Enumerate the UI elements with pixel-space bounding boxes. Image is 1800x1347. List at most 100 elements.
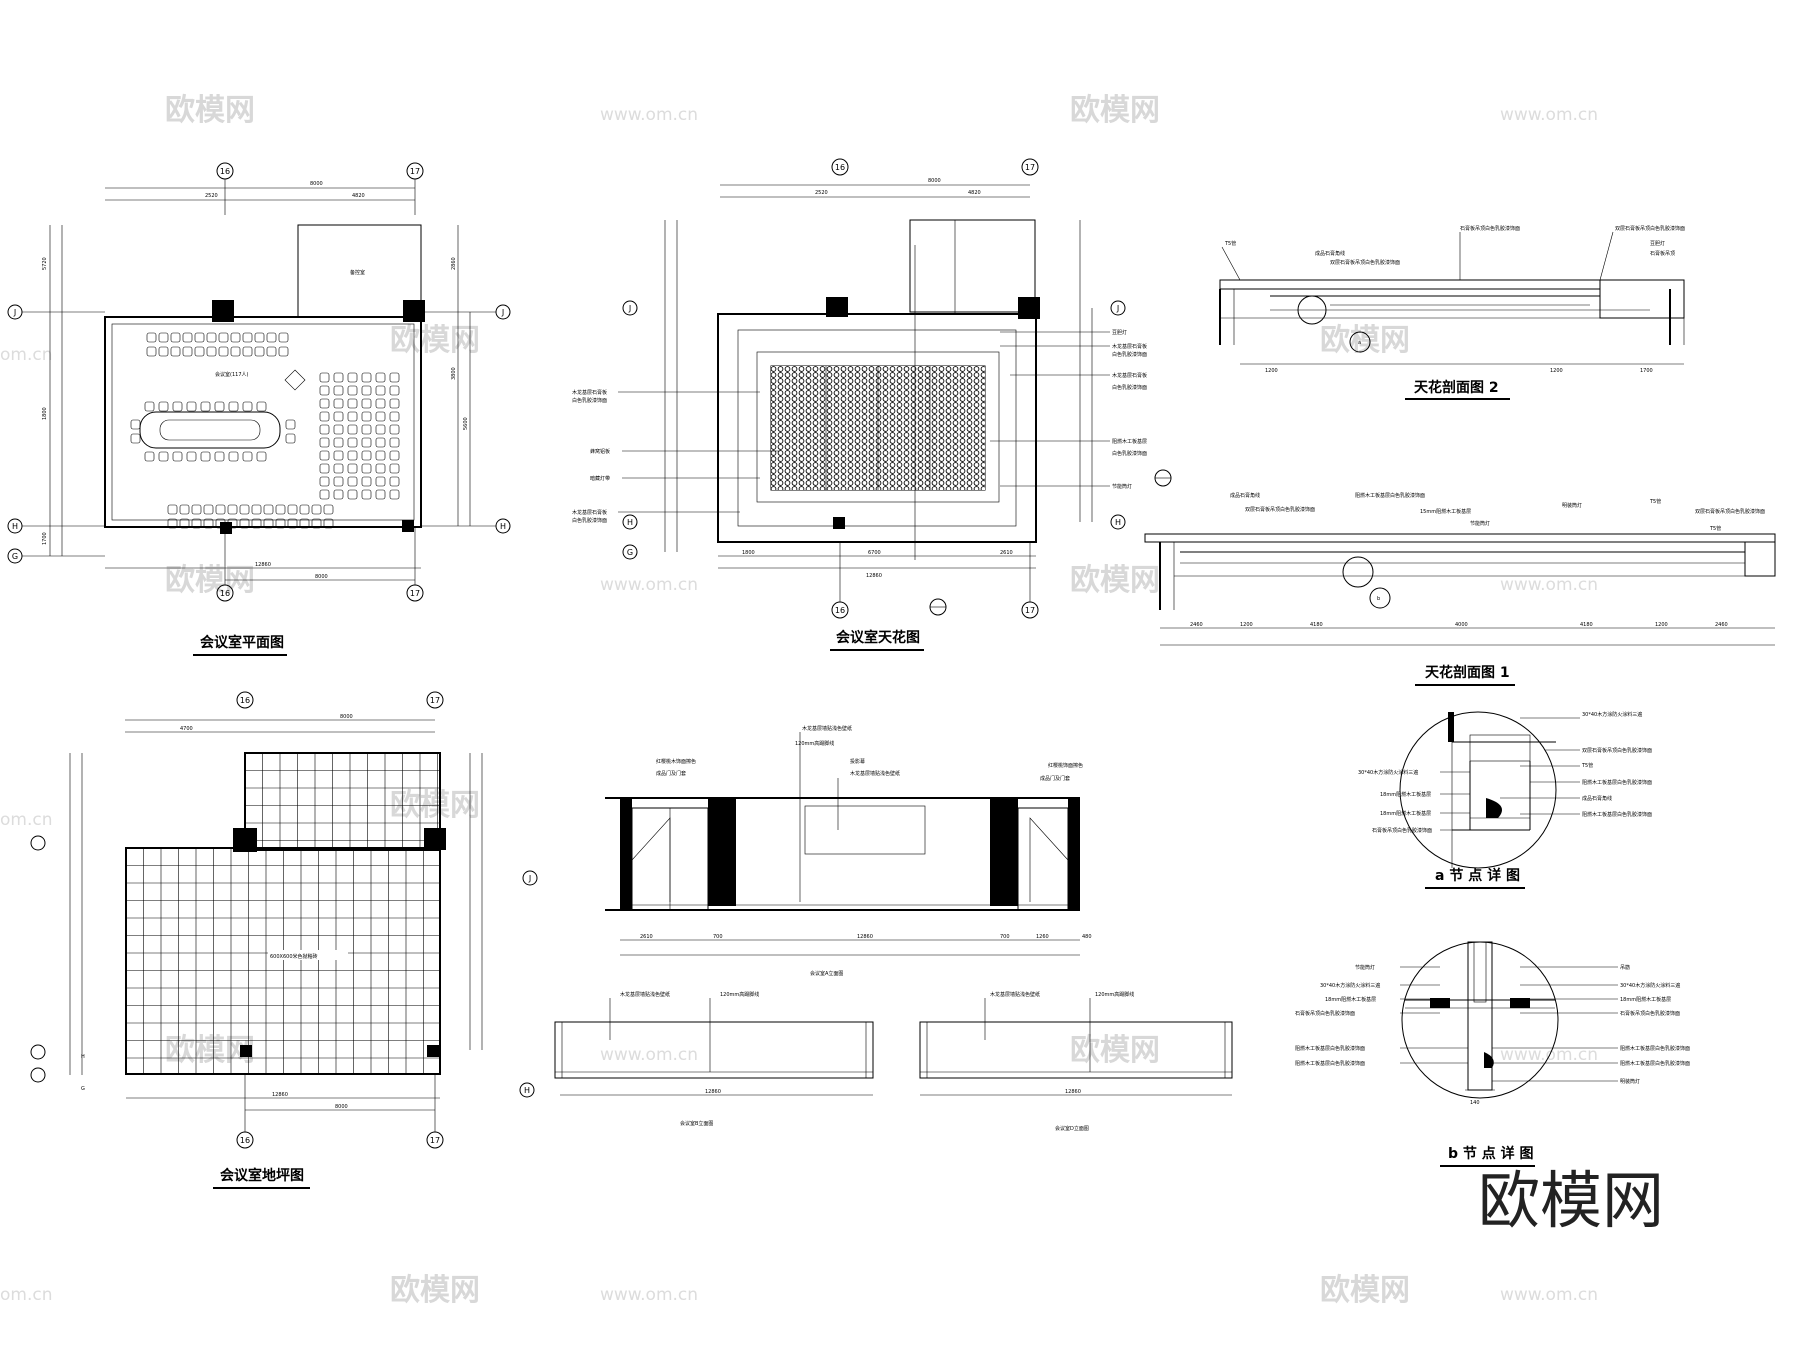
dA-r5: 阻燃木工板基层白色乳胶漆饰面 bbox=[1582, 811, 1652, 818]
detailB-left-labels: 节能筒灯 30*40木方涂防火涂料三遍 18mm阻燃木工板基层 石膏板吊顶白色乳… bbox=[1295, 964, 1468, 1067]
chair bbox=[375, 385, 386, 396]
chair bbox=[158, 332, 169, 343]
s1-label-1: 双层石膏板吊顶白色乳胶漆饰面 bbox=[1245, 506, 1315, 513]
ceiling-dim-b1: 6700 bbox=[868, 550, 881, 556]
svg-text:a: a bbox=[1358, 340, 1361, 346]
watermark-brand: 欧模网 bbox=[1070, 93, 1160, 128]
s1-dim-3: 4000 bbox=[1455, 622, 1468, 628]
plan-side-room: 备控室 bbox=[350, 269, 365, 276]
chair bbox=[227, 518, 238, 529]
chair bbox=[206, 332, 217, 343]
dA-r2: T5管 bbox=[1581, 762, 1593, 769]
chair bbox=[251, 504, 262, 515]
s2-label-0: T5管 bbox=[1224, 240, 1236, 247]
chair bbox=[347, 398, 358, 409]
chair bbox=[287, 518, 298, 529]
ceiling-grid-17-top: 17 bbox=[1025, 163, 1035, 172]
watermark-url: www.om.cn bbox=[1500, 1285, 1598, 1305]
chair bbox=[389, 372, 400, 383]
chair bbox=[182, 346, 193, 357]
dA-r1: 双层石膏板吊顶白色乳胶漆饰面 bbox=[1582, 747, 1652, 754]
s1-label-5: 明装筒灯 bbox=[1562, 502, 1582, 509]
watermark-url-short: om.cn bbox=[0, 345, 53, 365]
chair bbox=[319, 437, 330, 448]
s2-label-4: 双层石膏板吊顶白色乳胶漆饰面 bbox=[1615, 225, 1685, 232]
dA-r0: 30*40木方涂防火涂料三遍 bbox=[1582, 711, 1642, 718]
chair bbox=[333, 411, 344, 422]
floor-dim-top-0: 4700 bbox=[180, 726, 193, 732]
s1-dim-1: 1200 bbox=[1240, 622, 1253, 628]
ceiling-label-r4: 白色乳胶漆饰面 bbox=[1112, 384, 1147, 391]
chair bbox=[333, 372, 344, 383]
plan-dim-right-2: 3800 bbox=[451, 367, 457, 380]
watermark-layer: 欧模网欧模网欧模网欧模网欧模网欧模网欧模网欧模网欧模网欧模网欧模网www.om.… bbox=[0, 93, 1598, 1308]
chair bbox=[375, 398, 386, 409]
chair bbox=[375, 424, 386, 435]
dB-l3: 石膏板吊顶白色乳胶漆饰面 bbox=[1295, 1010, 1355, 1017]
chair bbox=[319, 463, 330, 474]
plan-dim-left-2: 1800 bbox=[42, 407, 48, 420]
chair bbox=[389, 437, 400, 448]
s1-label-7: 双层石膏板吊顶白色乳胶漆饰面 bbox=[1695, 508, 1765, 515]
chair bbox=[242, 401, 253, 412]
chair bbox=[347, 463, 358, 474]
chair bbox=[375, 450, 386, 461]
watermark-brand: 欧模网 bbox=[1070, 1033, 1160, 1068]
elevD-title: 会议室D立面图 bbox=[1055, 1125, 1089, 1132]
watermark-brand: 欧模网 bbox=[390, 323, 480, 358]
dA-r3: 阻燃木工板基层白色乳胶漆饰面 bbox=[1582, 779, 1652, 786]
plan-dim-bottom-2: 8000 bbox=[315, 574, 328, 580]
ceiling-dim-b0: 1800 bbox=[742, 550, 755, 556]
elevA-label-1: 成品门及门套 bbox=[656, 770, 686, 777]
svg-text:b: b bbox=[1377, 596, 1380, 602]
chair bbox=[172, 451, 183, 462]
ceiling-label-r6: 白色乳胶漆饰面 bbox=[1112, 450, 1147, 457]
detailB-title: b 节 点 详 图 bbox=[1448, 1145, 1534, 1162]
plan-grid-G-left: G bbox=[12, 552, 18, 561]
chair bbox=[179, 518, 190, 529]
s2-dim-0: 1200 bbox=[1265, 368, 1278, 374]
chair bbox=[319, 372, 330, 383]
dB-l0: 节能筒灯 bbox=[1355, 964, 1375, 971]
ceiling-grid-16-top: 16 bbox=[835, 163, 845, 172]
ceiling-dim-top-3: 8000 bbox=[928, 178, 941, 184]
s1-dim-2: 4180 bbox=[1310, 622, 1323, 628]
s1-dim-5: 1200 bbox=[1655, 622, 1668, 628]
detailB-right-labels: 吊筋 30*40木方涂防火涂料三遍 18mm阻燃木工板基层 石膏板吊顶白色乳胶漆… bbox=[1492, 964, 1690, 1085]
dB-dim-0: 140 bbox=[1470, 1100, 1480, 1106]
chair bbox=[285, 433, 296, 444]
ceiling-right-labels: 豆胆灯 木龙基层石膏板 白色乳胶漆饰面 木龙基层石膏板 白色乳胶漆饰面 阻燃木工… bbox=[990, 329, 1147, 490]
s1-label-2: 阻燃木工板基层白色乳胶漆饰面 bbox=[1355, 492, 1425, 499]
chair bbox=[278, 346, 289, 357]
watermark-url-short: om.cn bbox=[0, 810, 53, 830]
plan-seating bbox=[130, 332, 400, 529]
elevD-dim-0: 12860 bbox=[1065, 1089, 1081, 1095]
dB-r4: 阻燃木工板基层白色乳胶漆饰面 bbox=[1620, 1045, 1690, 1052]
ceiling-label-l0: 木龙基层石膏板 bbox=[572, 389, 607, 396]
plan-dim-right-3: 5600 bbox=[463, 417, 469, 430]
chair bbox=[182, 332, 193, 343]
chair bbox=[242, 332, 253, 343]
chair bbox=[206, 346, 217, 357]
ceiling-title: 会议室天花图 bbox=[836, 629, 920, 646]
elevA-label-7: 成品门及门套 bbox=[1040, 775, 1070, 782]
chair bbox=[375, 463, 386, 474]
watermark-url: www.om.cn bbox=[600, 1045, 698, 1065]
chair bbox=[347, 437, 358, 448]
chair bbox=[299, 518, 310, 529]
chair bbox=[347, 372, 358, 383]
chair bbox=[361, 450, 372, 461]
chair bbox=[375, 437, 386, 448]
chair bbox=[319, 424, 330, 435]
ceiling-label-r5: 阻燃木工板基层 bbox=[1112, 438, 1147, 445]
chair bbox=[218, 332, 229, 343]
plan-dim-top-1: 2520 bbox=[205, 193, 218, 199]
chair bbox=[389, 411, 400, 422]
plan-drawing: 16 17 2520 4820 8000 备控室 会议室(117人) J H bbox=[7, 162, 511, 656]
ceiling-label-r7: 节能筒灯 bbox=[1112, 483, 1132, 490]
chair bbox=[158, 451, 169, 462]
s2-dim-2: 1700 bbox=[1640, 368, 1653, 374]
chair bbox=[186, 401, 197, 412]
detailA-left-labels: 30*40木方涂防火涂料三遍 18mm阻燃木工板基层 18mm阻燃木工板基层 石… bbox=[1358, 769, 1470, 834]
